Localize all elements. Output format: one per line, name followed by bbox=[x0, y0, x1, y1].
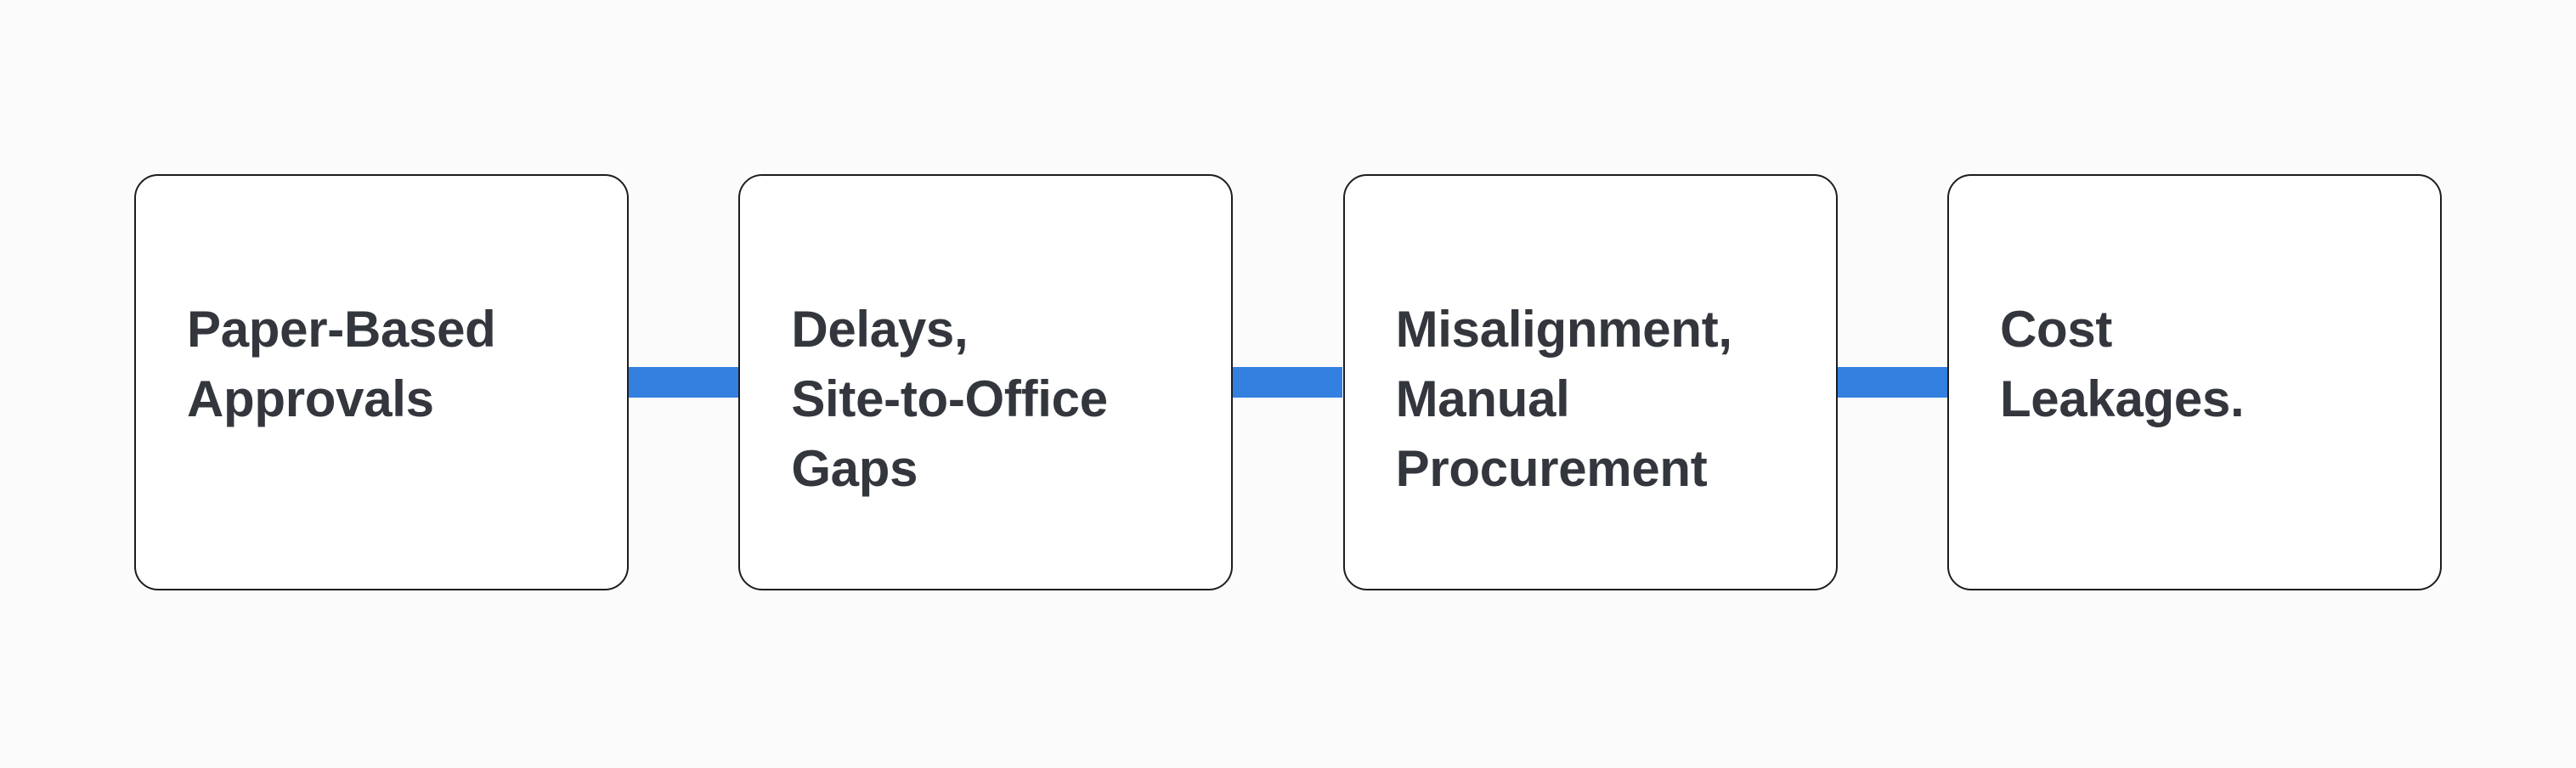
flow-node-label: Cost Leakages. bbox=[1999, 301, 2245, 427]
flow-diagram: Paper-Based Approvals Delays, Site-to-Of… bbox=[134, 174, 2442, 590]
flow-node-label: Misalignment, Manual Procurement bbox=[1395, 301, 1732, 497]
flow-connector-3 bbox=[1837, 367, 1947, 398]
flow-connector-1 bbox=[629, 367, 739, 398]
flow-connector-2 bbox=[1233, 367, 1343, 398]
flow-node-delays-site-to-office-gaps: Delays, Site-to-Office Gaps bbox=[738, 174, 1234, 590]
diagram-canvas: Paper-Based Approvals Delays, Site-to-Of… bbox=[0, 174, 2576, 768]
flow-node-cost-leakages: Cost Leakages. bbox=[1946, 174, 2442, 590]
flow-node-label: Delays, Site-to-Office Gaps bbox=[791, 301, 1108, 497]
flow-node-paper-based-approvals: Paper-Based Approvals bbox=[134, 174, 629, 590]
flow-node-misalignment-manual-procurement: Misalignment, Manual Procurement bbox=[1342, 174, 1838, 590]
flow-node-label: Paper-Based Approvals bbox=[187, 301, 496, 427]
